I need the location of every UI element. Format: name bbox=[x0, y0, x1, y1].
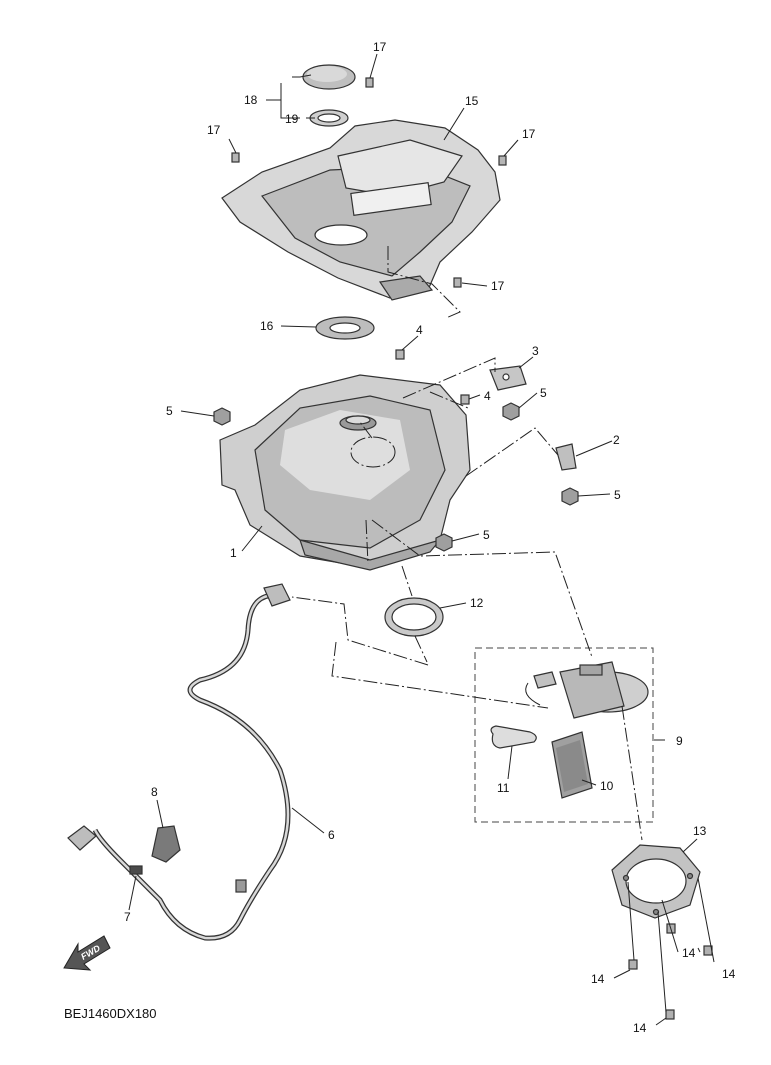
hose-clip-part bbox=[129, 865, 143, 875]
callout-14b: 14 bbox=[682, 946, 696, 960]
pump-assembly-group-box bbox=[474, 647, 654, 823]
hose-cap-part bbox=[151, 825, 181, 863]
stay-part bbox=[555, 443, 577, 471]
retainer-plate-part bbox=[611, 844, 701, 919]
fuel-pump-part bbox=[525, 661, 649, 719]
callout-1: 1 bbox=[230, 546, 237, 560]
callout-5a: 5 bbox=[166, 404, 173, 418]
callout-11: 11 bbox=[497, 781, 510, 795]
callout-17b: 17 bbox=[207, 123, 221, 137]
callout-6: 6 bbox=[328, 828, 335, 842]
bolt-17d bbox=[453, 277, 462, 288]
callout-14c: 14 bbox=[722, 967, 736, 981]
bolt-17b bbox=[231, 152, 240, 163]
cap-part bbox=[302, 64, 356, 90]
nut-5b bbox=[502, 402, 520, 421]
bolt-4b bbox=[460, 394, 470, 405]
fastener-parts bbox=[213, 77, 579, 552]
bolt-17a bbox=[365, 77, 374, 88]
leader-lines bbox=[128, 53, 715, 1026]
callout-14a: 14 bbox=[591, 972, 605, 986]
diagram-code: BEJ1460DX180 bbox=[64, 1006, 157, 1021]
callout-5b: 5 bbox=[540, 386, 547, 400]
callout-10: 10 bbox=[600, 779, 614, 793]
fuel-tank-part bbox=[219, 374, 471, 571]
callout-13: 13 bbox=[693, 824, 707, 838]
tank-ring-gasket-part bbox=[315, 316, 375, 340]
callout-7: 7 bbox=[124, 910, 131, 924]
bracket-part bbox=[489, 365, 527, 391]
callout-18: 18 bbox=[244, 93, 258, 107]
callout-5c: 5 bbox=[614, 488, 621, 502]
callout-14d: 14 bbox=[633, 1021, 647, 1035]
nut-5d bbox=[435, 533, 453, 552]
callout-labels: 1 2 3 4 4 5 5 5 5 6 7 8 9 10 11 12 13 14… bbox=[124, 40, 736, 1035]
callout-17d: 17 bbox=[491, 279, 505, 293]
forward-direction-arrow: FWD bbox=[63, 935, 111, 971]
filter-screen-part bbox=[551, 731, 593, 799]
pump-gasket-part bbox=[384, 597, 444, 637]
nut-5a bbox=[213, 407, 231, 426]
callout-9: 9 bbox=[676, 734, 683, 748]
bolt-17c bbox=[498, 155, 507, 166]
callout-19: 19 bbox=[285, 112, 299, 126]
callout-5d: 5 bbox=[483, 528, 490, 542]
callout-2: 2 bbox=[613, 433, 620, 447]
callout-3: 3 bbox=[532, 344, 539, 358]
callout-4b: 4 bbox=[484, 389, 491, 403]
callout-15: 15 bbox=[465, 94, 479, 108]
fuel-hose-part bbox=[67, 583, 291, 941]
fuel-filter-part bbox=[490, 725, 537, 749]
screw-parts bbox=[628, 923, 713, 1020]
nut-5c bbox=[561, 487, 579, 506]
callout-4a: 4 bbox=[416, 323, 423, 337]
callout-17c: 17 bbox=[522, 127, 536, 141]
callout-17a: 17 bbox=[373, 40, 387, 54]
callout-16: 16 bbox=[260, 319, 274, 333]
callout-8: 8 bbox=[151, 785, 158, 799]
cap-gasket-part bbox=[309, 109, 349, 127]
tank-cover-part bbox=[221, 119, 501, 301]
callout-12: 12 bbox=[470, 596, 484, 610]
bolt-4a bbox=[395, 349, 405, 360]
reference-lines bbox=[291, 246, 643, 841]
